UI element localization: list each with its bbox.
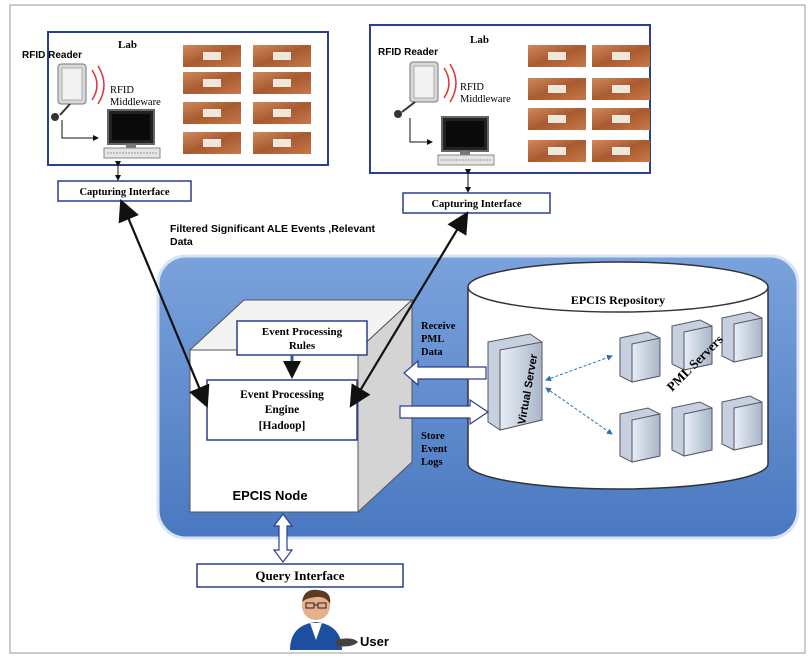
computer-icon <box>103 109 161 159</box>
lab-2-middleware-line2: Middleware <box>460 94 511 105</box>
receive-line2: PML <box>421 334 444 345</box>
computer-icon <box>437 116 495 166</box>
lab-1-middleware-line1: RFID <box>110 85 134 96</box>
lab-1-reader-label: RFID Reader <box>22 50 82 61</box>
receive-line3: Data <box>421 347 443 358</box>
lab-2-reader-label: RFID Reader <box>378 47 438 58</box>
rfid-tag-grid <box>183 45 311 154</box>
event-processing-engine-box <box>206 379 358 441</box>
store-line1: Store <box>421 431 445 442</box>
lab-2: Lab RFID Reader RFID Middleware <box>369 24 651 214</box>
receive-line1: Receive <box>421 321 456 332</box>
server-icon <box>721 395 763 451</box>
engine-line1: Event Processing <box>240 389 324 401</box>
rfid-reader-icon <box>51 63 105 121</box>
virtual-server: Virtual Server <box>487 333 543 431</box>
server-icon <box>671 401 713 457</box>
engine-line3: [Hadoop] <box>259 420 306 432</box>
virtual-to-pml-link-top <box>545 354 613 382</box>
user-label: User <box>360 634 389 649</box>
lab-1-title: Lab <box>118 39 137 51</box>
epcis-node-label: EPCIS Node <box>232 488 307 503</box>
node-to-query-arrow <box>272 513 294 563</box>
outer-border <box>9 4 806 654</box>
lab-1-middleware-line2: Middleware <box>110 97 161 108</box>
server-icon <box>721 311 763 363</box>
server-icon <box>619 407 661 463</box>
rules-line2: Rules <box>289 340 316 352</box>
virtual-to-pml-link-bottom <box>545 387 613 435</box>
lab-2-middleware-line1: RFID <box>460 82 484 93</box>
rfid-tag-grid <box>528 45 650 162</box>
flow-label-line2: Data <box>170 236 193 248</box>
user-icon <box>290 589 358 650</box>
lab-1: Lab RFID Reader RFID Middleware <box>22 31 329 202</box>
lab2-to-engine-arrow <box>349 211 469 408</box>
capturing-interface-1-label: Capturing Interface <box>79 187 169 198</box>
lab-2-title: Lab <box>470 34 489 46</box>
server-icon <box>619 331 661 383</box>
lab1-to-engine-arrow <box>118 198 210 409</box>
store-line2: Event <box>421 444 448 455</box>
capturing-interface-2-label: Capturing Interface <box>431 199 521 210</box>
server-icon <box>671 319 713 371</box>
query-interface-label: Query Interface <box>255 568 344 583</box>
repository-title: EPCIS Repository <box>571 293 665 307</box>
event-processing-rules-box <box>236 320 368 356</box>
capturing-interface-2 <box>402 192 551 214</box>
reader-to-computer-arrow <box>409 118 433 145</box>
store-line3: Logs <box>421 457 443 468</box>
engine-line2: Engine <box>265 404 300 416</box>
flow-label-line1: Filtered Significant ALE Events ,Relevan… <box>170 223 375 235</box>
rfid-reader-icon <box>394 61 457 118</box>
reader-to-computer-arrow <box>61 120 99 141</box>
rules-line1: Event Processing <box>262 326 343 338</box>
query-interface-box <box>196 563 404 588</box>
